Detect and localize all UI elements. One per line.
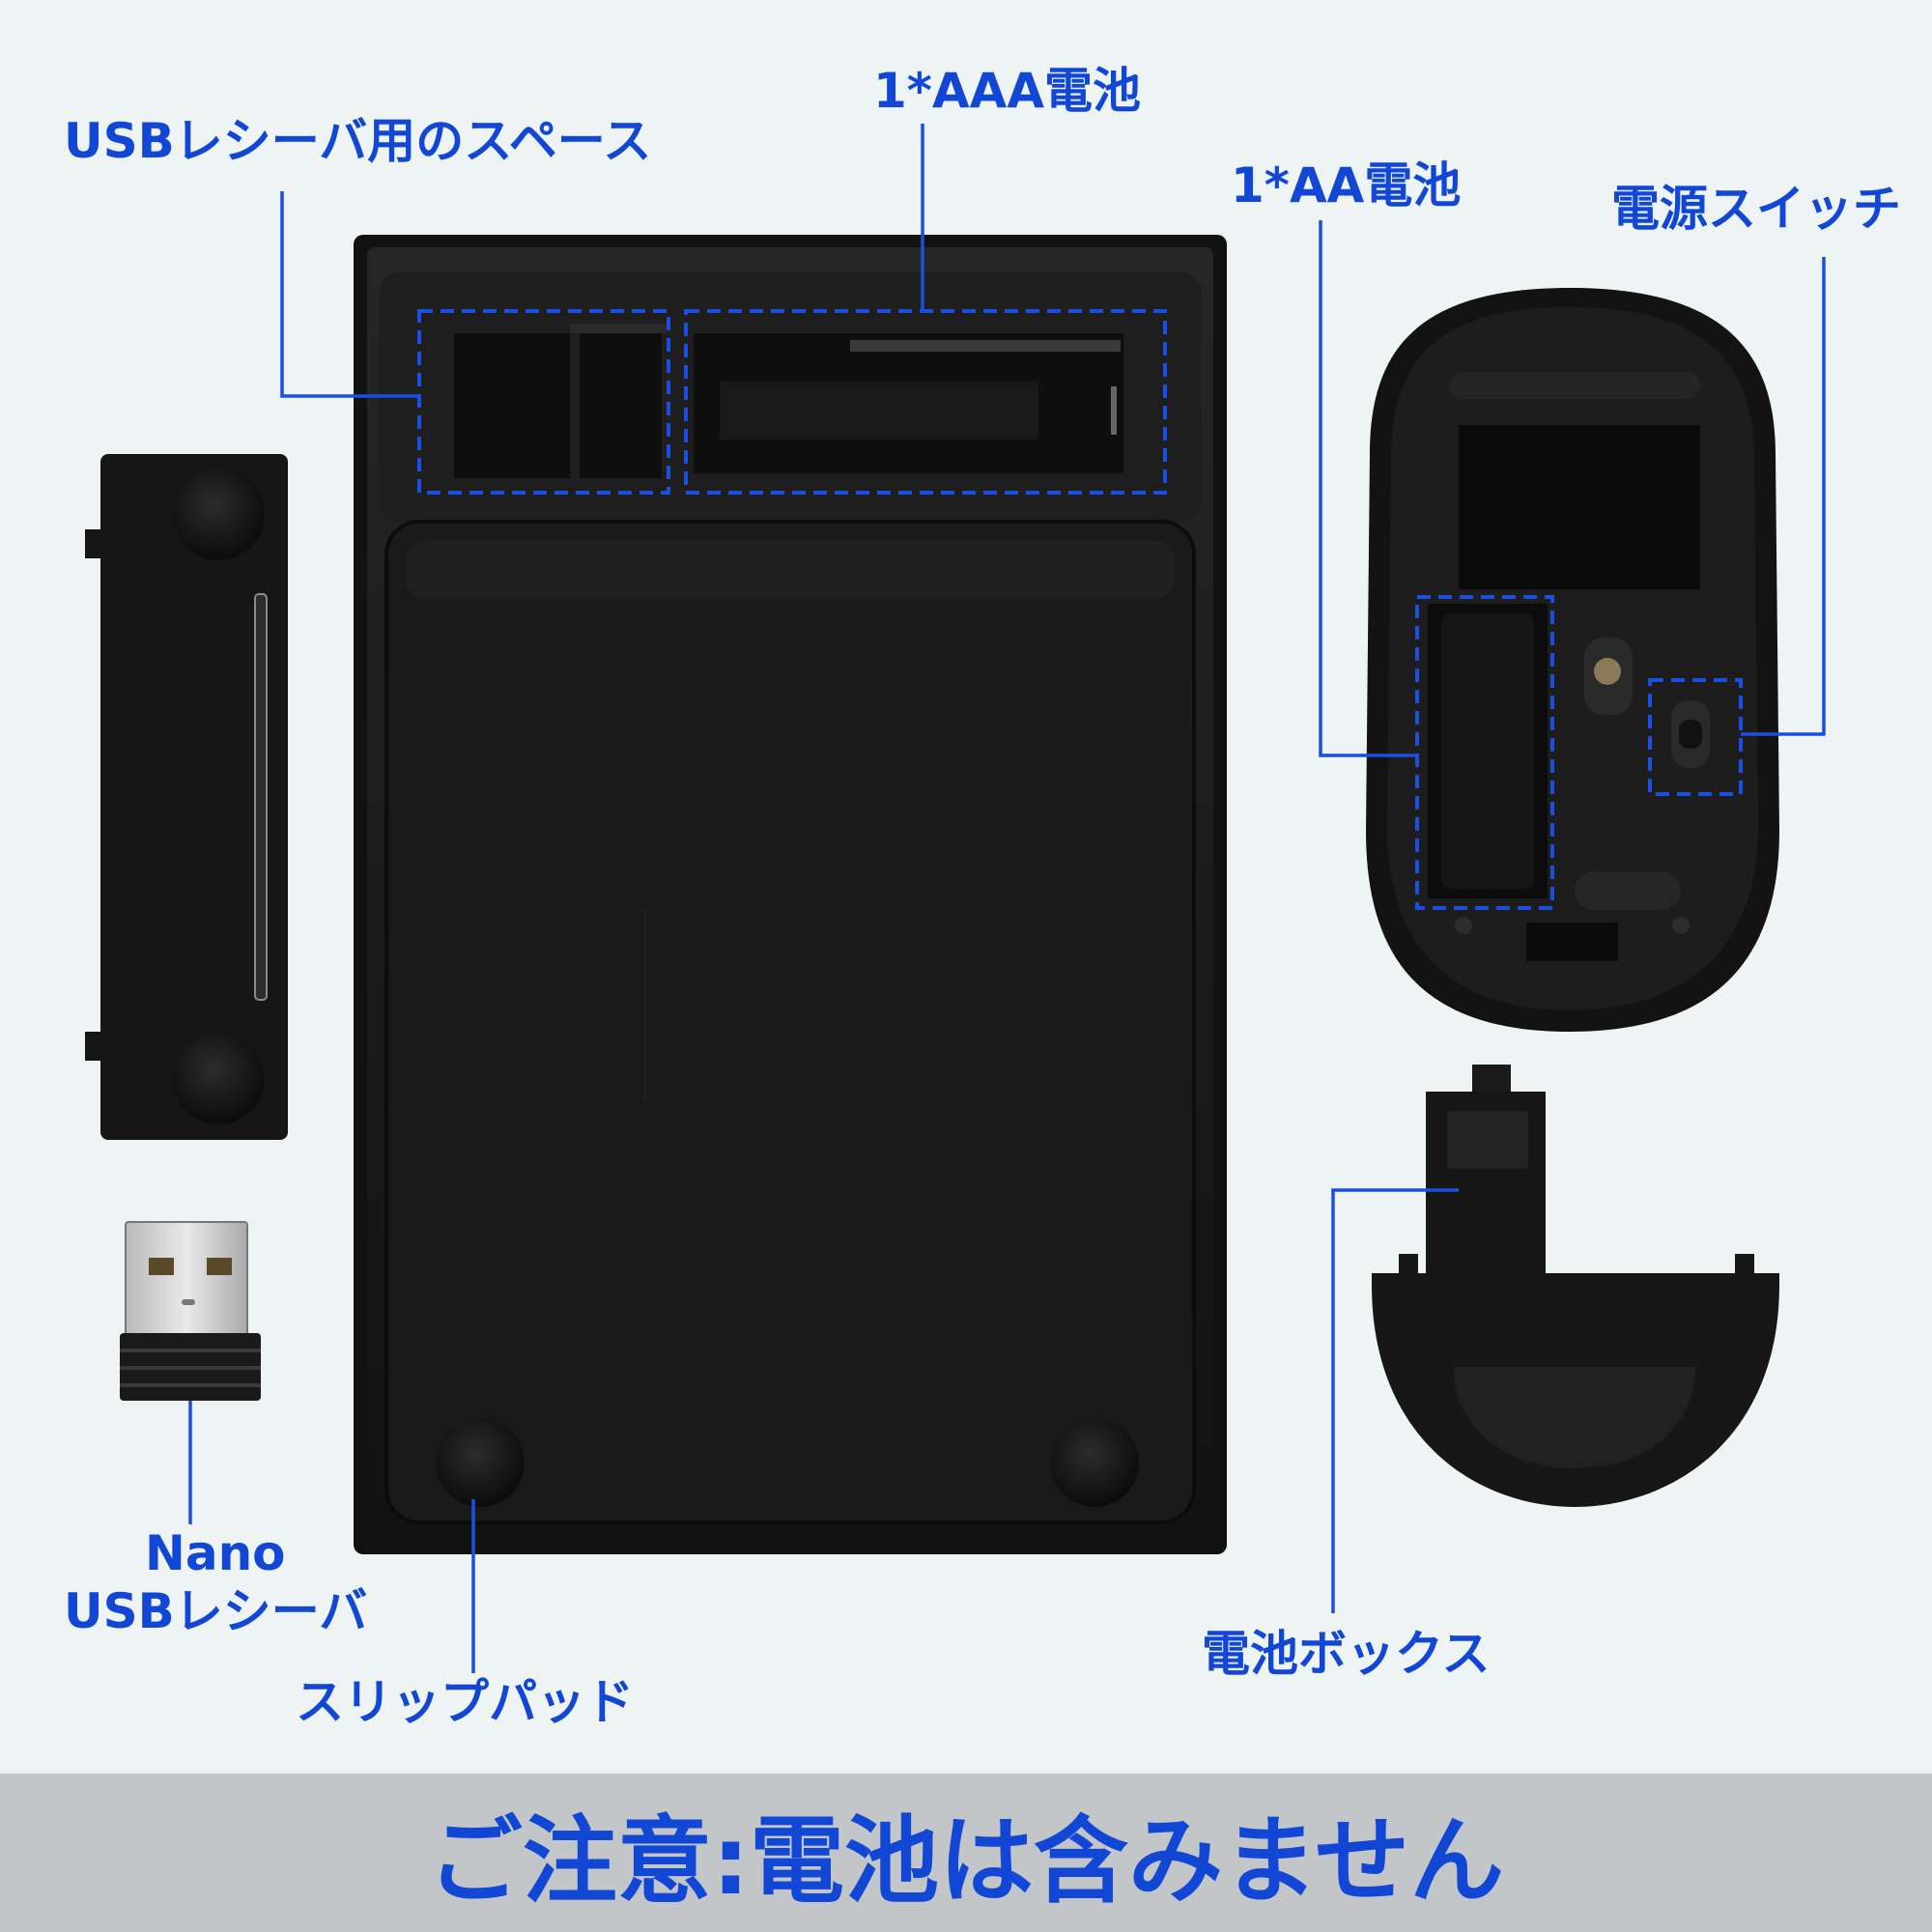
aa-highlight <box>1415 595 1554 910</box>
label-nano-line2: USBレシーバ <box>64 1583 368 1639</box>
aaa-highlight <box>684 309 1167 495</box>
leader-power-switch <box>1741 257 1826 736</box>
notice-bar: ご注意:電池は含みません <box>0 1774 1932 1932</box>
mouse-bottom <box>1366 288 1779 1032</box>
label-power-switch: 電源スイッチ <box>1611 181 1901 237</box>
battery-cover <box>1372 1065 1779 1507</box>
leader-aa <box>1319 220 1417 757</box>
leader-usb-space <box>280 191 419 398</box>
label-usb-receiver-space: USBレシーバ用のスペース <box>64 113 652 169</box>
label-aa-battery: 1*AA電池 <box>1231 157 1462 213</box>
notice-text: ご注意:電池は含みません <box>427 1806 1505 1917</box>
keypad-bottom <box>354 235 1227 1554</box>
slip-pad-left <box>436 1418 525 1507</box>
leader-battery-box <box>1331 1188 1459 1613</box>
label-slip-pad: スリップパッド <box>296 1674 634 1730</box>
power-switch-highlight <box>1648 678 1743 796</box>
nano-usb-receiver <box>120 1221 261 1401</box>
label-battery-box: 電池ボックス <box>1202 1626 1491 1682</box>
aaa-battery-compartment <box>694 333 1123 473</box>
label-nano-line1: Nano <box>145 1525 286 1581</box>
usb-receiver-slot <box>454 324 667 478</box>
slip-pad-right <box>1050 1418 1139 1507</box>
leader-lines <box>188 124 1826 1673</box>
label-aaa-battery: 1*AAA電池 <box>873 63 1142 119</box>
keypad-stand <box>85 454 288 1140</box>
usb-space-highlight <box>417 309 670 495</box>
